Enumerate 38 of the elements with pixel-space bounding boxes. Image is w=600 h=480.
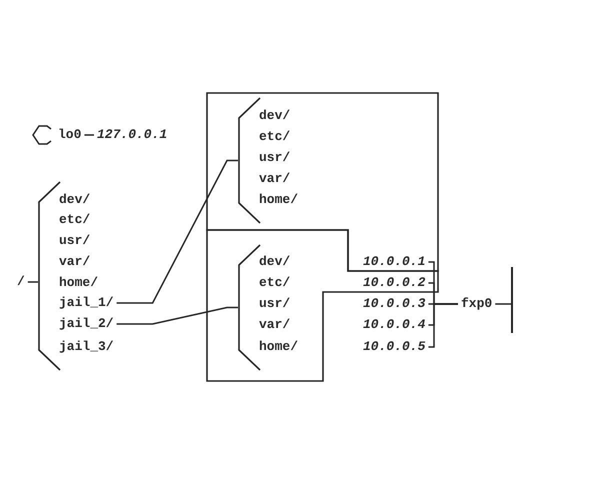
ip-address-label: 10.0.0.3	[363, 296, 426, 312]
tree-bracket	[38, 181, 61, 371]
directory-label: jail_2/	[59, 316, 114, 332]
ip-address-label: 10.0.0.2	[363, 275, 426, 291]
directory-label: usr/	[259, 296, 290, 312]
connector-line	[116, 306, 238, 325]
directory-label: etc/	[259, 275, 290, 291]
directory-label: jail_3/	[59, 339, 114, 355]
directory-label: home/	[259, 192, 298, 208]
connector-line	[84, 134, 94, 136]
region-outline	[206, 229, 439, 382]
directory-label: var/	[259, 317, 290, 333]
directory-label: jail_1/	[59, 295, 114, 311]
directory-label: usr/	[259, 150, 290, 166]
interface-label: fxp0	[461, 296, 492, 312]
connector-line	[495, 303, 511, 305]
region-outline	[206, 92, 439, 272]
connector-line	[428, 303, 458, 348]
ip-address-label: 10.0.0.4	[363, 317, 426, 333]
tree-bracket	[238, 97, 261, 224]
ip-address-label: 10.0.0.5	[363, 339, 426, 355]
directory-label: dev/	[59, 192, 90, 208]
directory-label: dev/	[259, 108, 290, 124]
directory-label: var/	[259, 171, 290, 187]
interface-label: lo0	[58, 127, 82, 143]
connector-line	[28, 281, 38, 283]
directory-label: var/	[59, 254, 90, 270]
root-directory-label: /	[17, 274, 25, 290]
directory-label: etc/	[259, 129, 290, 145]
tree-bracket	[238, 244, 261, 371]
ip-address-label: 10.0.0.1	[363, 254, 426, 270]
directory-label: usr/	[59, 233, 90, 249]
connector-line	[116, 160, 238, 304]
directory-label: home/	[259, 339, 298, 355]
directory-label: home/	[59, 275, 98, 291]
directory-label: dev/	[259, 254, 290, 270]
ip-address-label: 127.0.0.1	[97, 127, 168, 143]
directory-label: etc/	[59, 212, 90, 228]
